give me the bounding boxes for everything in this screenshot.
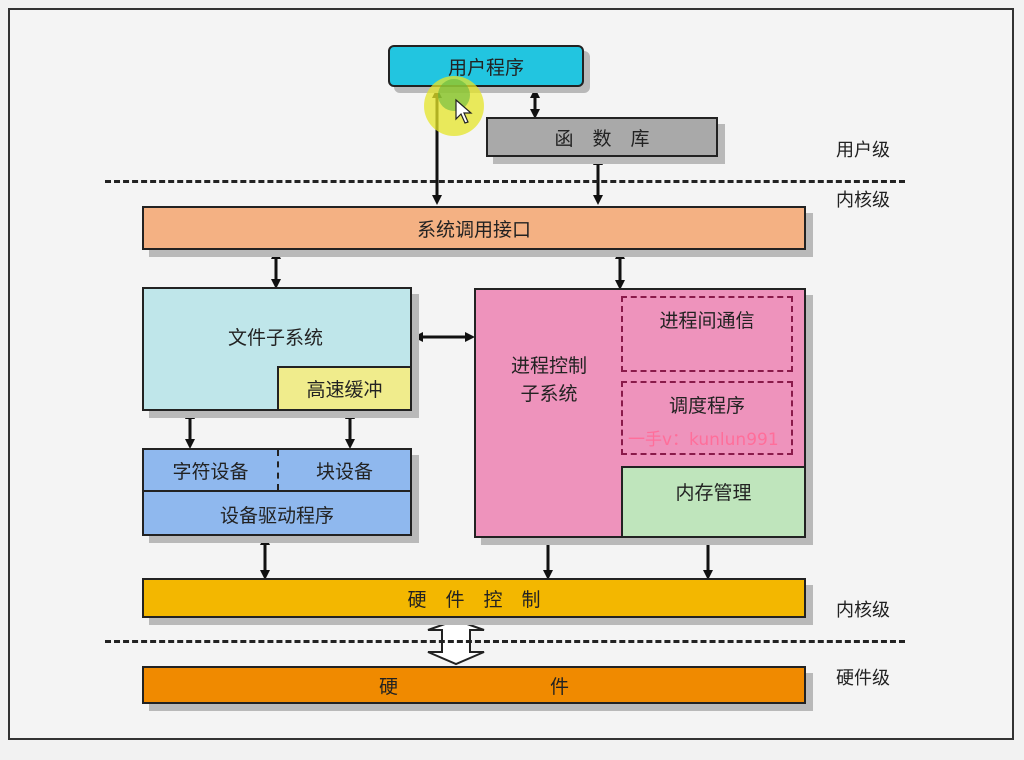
block-device-box: 块设备 (279, 450, 410, 490)
ipc-label: 进程间通信 (659, 310, 755, 332)
library-box: 函 数 库 (486, 117, 718, 157)
ipc-box: 进程间通信 (621, 296, 793, 372)
hardware-label: 硬 件 (378, 675, 569, 698)
separator-kernel-hardware (105, 640, 905, 643)
level-label-user: 用户级 (836, 140, 890, 161)
syscall-interface-label: 系统调用接口 (416, 218, 531, 241)
block-device-label: 块设备 (315, 460, 373, 483)
separator-user-kernel (105, 180, 905, 183)
device-driver-box: 设备驱动程序 (142, 490, 412, 536)
hardware-control-label: 硬 件 控 制 (407, 588, 541, 611)
process-control-label: 进程控制 子系统 (510, 355, 587, 405)
scheduler-box: 调度程序 (621, 381, 793, 455)
buffer-cache-box: 高速缓冲 (277, 366, 412, 411)
user-program-box: 用户程序 (388, 45, 584, 87)
syscall-interface-box: 系统调用接口 (142, 206, 806, 250)
device-driver-label: 设备驱动程序 (219, 504, 334, 527)
level-label-hardware: 硬件级 (836, 668, 890, 689)
memory-mgmt-box: 内存管理 (621, 466, 806, 538)
char-device-label: 字符设备 (172, 460, 249, 483)
memory-mgmt-label: 内存管理 (675, 482, 752, 504)
level-label-kernel-bottom: 内核级 (836, 600, 890, 621)
scheduler-label: 调度程序 (668, 395, 745, 417)
watermark-text: 一手v：kunlun991 (628, 430, 779, 450)
device-divider (277, 450, 279, 490)
file-subsystem-label: 文件子系统 (228, 327, 324, 349)
buffer-cache-label: 高速缓冲 (306, 379, 383, 401)
library-label: 函 数 库 (554, 127, 650, 150)
level-label-kernel-top: 内核级 (836, 190, 890, 211)
hardware-control-box: 硬 件 控 制 (142, 578, 806, 618)
mouse-cursor-icon (424, 76, 484, 136)
hardware-box: 硬 件 (142, 666, 806, 704)
user-program-label: 用户程序 (447, 56, 524, 79)
char-device-box: 字符设备 (144, 450, 277, 490)
